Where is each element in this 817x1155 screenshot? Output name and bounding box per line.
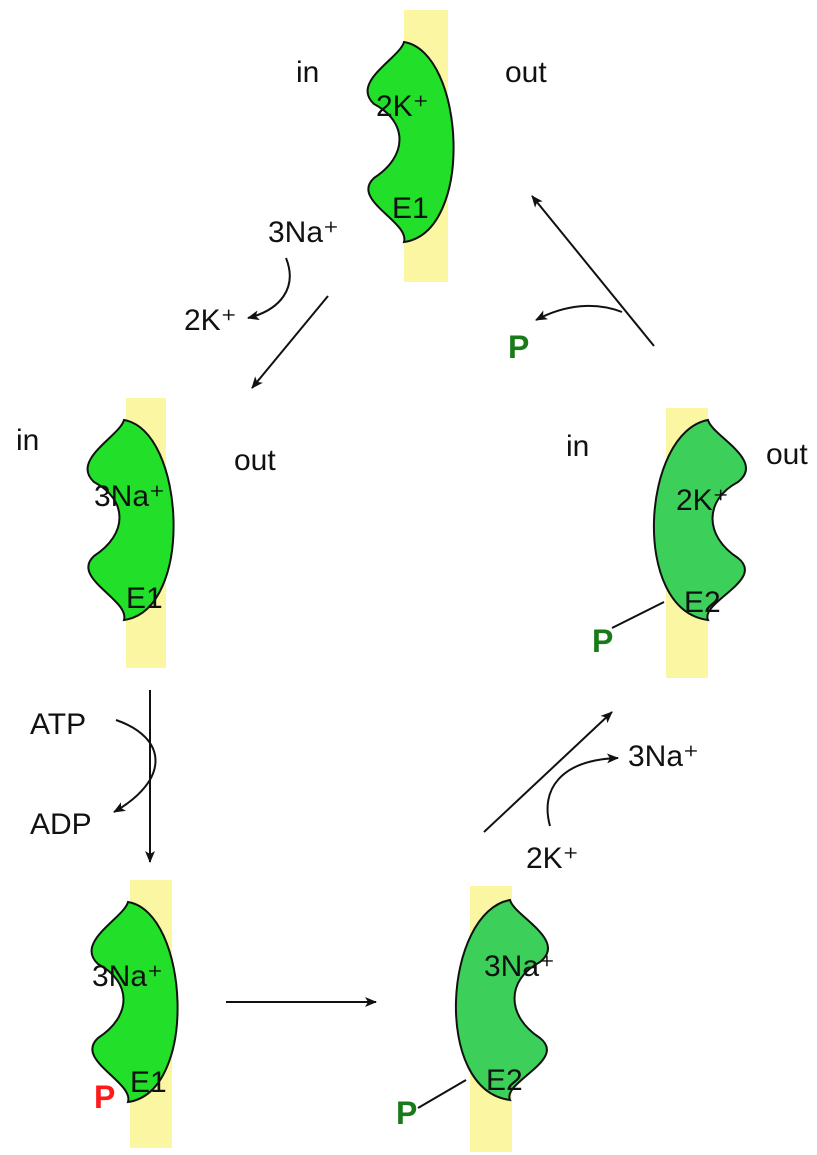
ion-leaves-label-top-left: 2K⁺ [184,304,237,337]
state-right-bottom-e2p-3na: 3Na⁺ E2 P [396,886,555,1152]
curved-arrow-na-to-k [247,257,291,321]
enzyme-label-right-bottom: E2 [486,1064,523,1097]
adp-label: ADP [30,808,92,841]
phosphate-bond-right-mid [611,601,665,629]
phosphate-label-right-bottom: P [396,1095,417,1131]
side-label-out-right: out [766,438,808,471]
atp-label: ATP [30,708,86,741]
ion-label-right-bottom: 3Na⁺ [484,950,555,983]
ion-enters-label-bottom-right: 2K⁺ [526,842,579,875]
transition-top-to-left: 3Na⁺ 2K⁺ [184,216,339,389]
enzyme-label-left-mid: E1 [126,582,163,615]
transition-bottom-to-right-mid: 2K⁺ 3Na⁺ [483,711,699,875]
phosphate-released-label: P [508,329,529,365]
side-label-out-top: out [505,56,547,89]
side-label-in-right: in [566,430,589,463]
side-label-in-left: in [16,424,39,457]
state-left-e1-3na: in out 3Na⁺ E1 [16,398,276,668]
transition-right-to-top: P [508,195,655,365]
ion-label-left-bottom: 3Na⁺ [92,960,163,993]
enzyme-label-right-mid: E2 [684,586,721,619]
curved-arrow-k-to-na [546,753,619,827]
phosphate-red-label: P [94,1079,115,1115]
transition-left-to-bottom: ATP ADP [30,690,157,863]
arrow-right-to-top [531,195,655,347]
enzyme-label-top: E1 [392,192,429,225]
ion-leaves-label-bottom-right: 3Na⁺ [628,740,699,773]
ion-label-top: 2K⁺ [376,90,429,123]
phosphate-bond-right-bottom [417,1079,467,1109]
side-label-in-top: in [296,56,319,89]
side-label-out-left: out [234,444,276,477]
state-right-mid-e2p-2k: in out 2K⁺ E2 P [566,408,808,678]
ion-label-left-mid: 3Na⁺ [94,480,165,513]
ion-enters-label-top-left: 3Na⁺ [268,216,339,249]
curved-arrow-atp-to-adp [113,719,157,813]
state-top-e1-2k: in out 2K⁺ E1 [296,10,547,282]
state-left-bottom-e1p-3na: 3Na⁺ E1 P [90,880,179,1148]
phosphate-label-right-mid: P [592,623,613,659]
enzyme-label-left-bottom: E1 [130,1066,167,1099]
arrow-right-up [483,711,613,833]
ion-label-right-mid: 2K⁺ [676,484,729,517]
curved-arrow-release-p [535,304,623,321]
arrow-top-to-left [251,295,329,389]
